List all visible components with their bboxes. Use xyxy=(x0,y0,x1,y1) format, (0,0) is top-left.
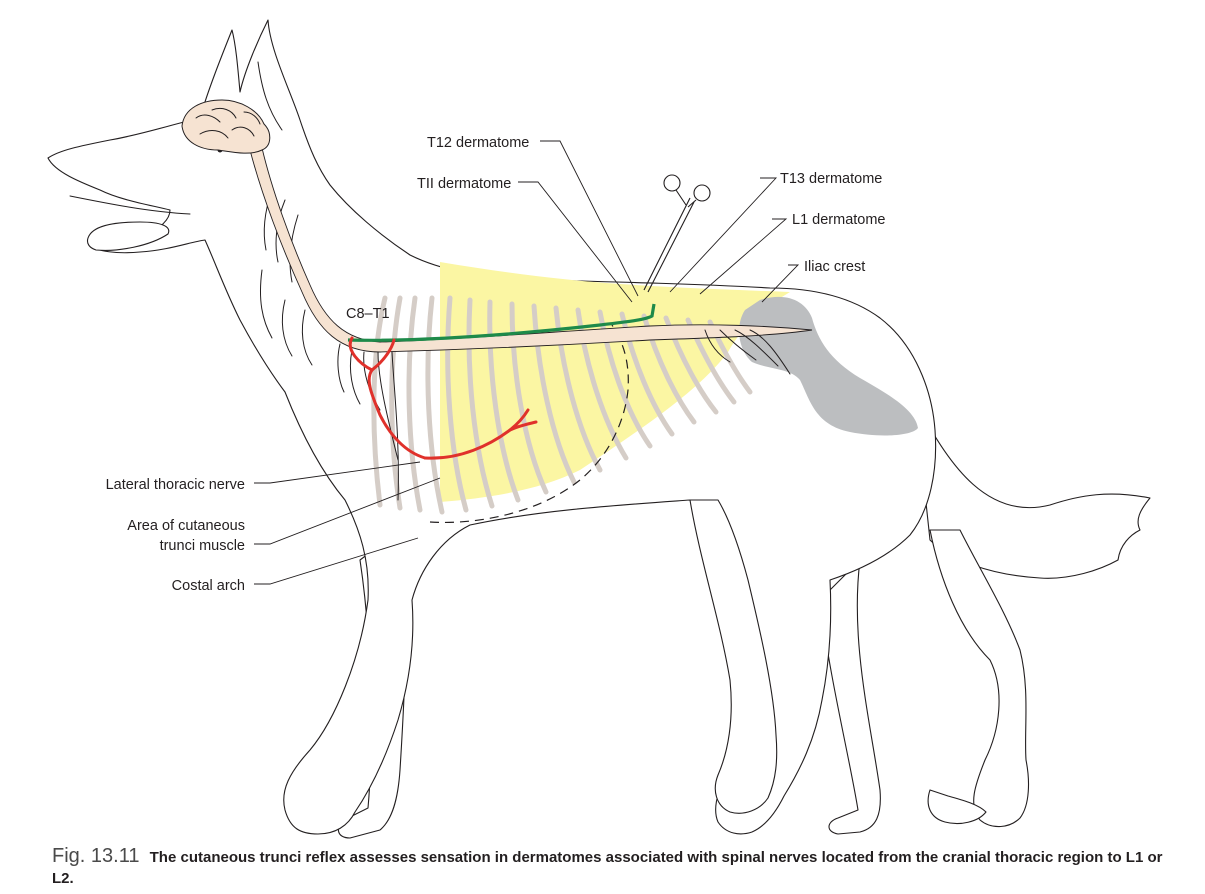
brain xyxy=(181,99,271,154)
figure-number: Fig. 13.11 xyxy=(52,845,140,867)
label-iliac-crest: Iliac crest xyxy=(804,259,865,275)
label-l1-dermatome: L1 dermatome xyxy=(792,212,886,228)
figure-caption: Fig. 13.11 The cutaneous trunci reflex a… xyxy=(52,846,1172,889)
label-t12-dermatome: T12 dermatome xyxy=(427,135,529,151)
lateral-thoracic-nerve xyxy=(348,336,538,460)
spinal-cord xyxy=(249,147,813,353)
figure-caption-text: The cutaneous trunci reflex assesses sen… xyxy=(52,849,1163,887)
near-hind-leg xyxy=(929,529,1030,828)
ear-detail xyxy=(257,61,283,131)
c8-t1-segment xyxy=(347,303,656,342)
nerve-rootlets xyxy=(337,329,791,501)
costal-arch-dashed-line xyxy=(429,324,629,524)
forceps-icon xyxy=(643,174,711,293)
leader-lines xyxy=(254,140,800,585)
near-fore-leg xyxy=(689,499,778,814)
label-area-cutaneous-line2: trunci muscle xyxy=(160,538,245,554)
mouth-line xyxy=(69,195,191,215)
label-costal-arch: Costal arch xyxy=(172,578,245,594)
tongue xyxy=(86,221,170,251)
label-t11-dermatome: TII dermatome xyxy=(417,176,511,192)
near-hind-paw xyxy=(927,789,987,825)
label-c8-t1: C8–T1 xyxy=(346,306,390,322)
label-lateral-thoracic-nerve: Lateral thoracic nerve xyxy=(106,477,245,493)
label-t13-dermatome: T13 dermatome xyxy=(780,171,882,187)
tail xyxy=(914,399,1151,579)
label-area-cutaneous-line1: Area of cutaneous xyxy=(127,518,245,534)
